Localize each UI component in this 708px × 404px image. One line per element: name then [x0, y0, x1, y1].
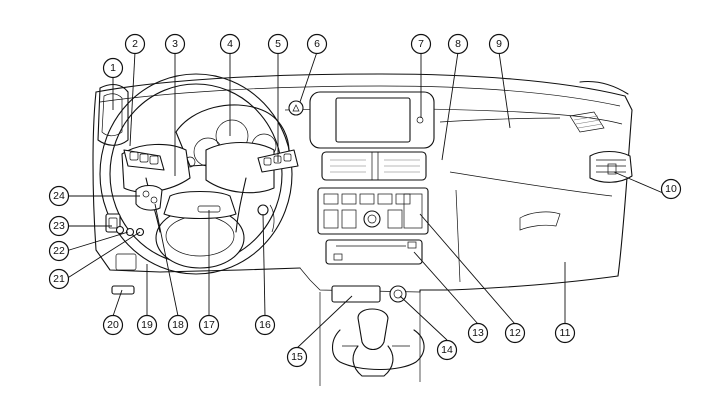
- left-stalk-controls: [123, 149, 165, 211]
- callout-24: 24: [48, 185, 70, 207]
- callout-15: 15: [286, 346, 308, 368]
- svg-text:17: 17: [203, 319, 215, 331]
- svg-text:10: 10: [665, 183, 677, 195]
- svg-text:1: 1: [110, 62, 116, 74]
- svg-text:15: 15: [291, 351, 303, 363]
- left-speaker: [97, 83, 129, 146]
- callout-1: 1: [102, 57, 124, 79]
- callout-3: 3: [164, 33, 186, 55]
- callout-12: 12: [504, 322, 526, 344]
- callout-8: 8: [447, 33, 469, 55]
- svg-text:14: 14: [441, 344, 453, 356]
- svg-text:3: 3: [172, 38, 178, 50]
- callout-group: 1 2 3 4 5 6 7 8 9 10 11 12 13 14 15 16 1…: [48, 33, 682, 368]
- svg-text:22: 22: [53, 245, 65, 257]
- callout-9: 9: [488, 33, 510, 55]
- svg-text:5: 5: [275, 38, 281, 50]
- svg-text:9: 9: [496, 38, 502, 50]
- audio-unit: [325, 239, 423, 265]
- callout-19: 19: [136, 314, 158, 336]
- callout-6: 6: [306, 33, 328, 55]
- callout-4: 4: [219, 33, 241, 55]
- leader-lines: [65, 51, 671, 349]
- right-side-vent: [589, 150, 633, 183]
- callout-7: 7: [410, 33, 432, 55]
- callout-16: 16: [254, 314, 276, 336]
- svg-text:11: 11: [560, 327, 571, 339]
- svg-text:19: 19: [141, 319, 153, 331]
- callout-22: 22: [48, 240, 70, 262]
- callout-5: 5: [267, 33, 289, 55]
- callout-13: 13: [467, 322, 489, 344]
- svg-text:13: 13: [472, 327, 484, 339]
- svg-text:18: 18: [172, 319, 184, 331]
- callout-2: 2: [124, 33, 146, 55]
- svg-text:12: 12: [509, 327, 521, 339]
- svg-text:4: 4: [227, 38, 233, 50]
- callout-21: 21: [48, 268, 70, 290]
- callout-14: 14: [436, 339, 458, 361]
- svg-text:2: 2: [132, 38, 138, 50]
- svg-text:8: 8: [455, 38, 461, 50]
- callout-18: 18: [167, 314, 189, 336]
- svg-text:6: 6: [314, 38, 320, 50]
- svg-text:16: 16: [259, 319, 271, 331]
- svg-text:20: 20: [107, 319, 119, 331]
- center-vents: [321, 151, 427, 181]
- callout-23: 23: [48, 215, 70, 237]
- callout-20: 20: [102, 314, 124, 336]
- center-display: [309, 91, 435, 149]
- svg-text:7: 7: [418, 38, 424, 50]
- svg-text:21: 21: [53, 273, 65, 285]
- hazard-button[interactable]: [288, 100, 304, 116]
- gear-lever: [331, 308, 425, 377]
- callout-17: 17: [198, 314, 220, 336]
- glovebox: [455, 189, 561, 283]
- warning-triangle-icon: [288, 100, 304, 116]
- left-lower-switches: [105, 213, 145, 295]
- svg-text:24: 24: [53, 190, 65, 202]
- callout-11: 11: [554, 322, 576, 344]
- callout-10: 10: [660, 178, 682, 200]
- defrost-grille: [569, 111, 605, 133]
- lower-console: [331, 285, 407, 303]
- climate-control-panel: [317, 187, 429, 235]
- svg-text:23: 23: [53, 220, 65, 232]
